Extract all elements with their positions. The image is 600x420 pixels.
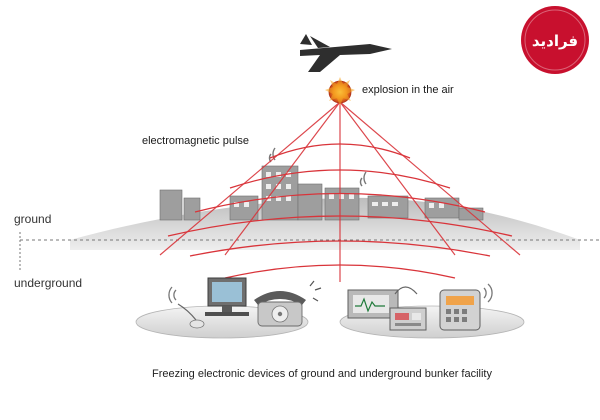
antenna-icon (168, 286, 177, 304)
building-icon (183, 197, 201, 221)
emp-wave-arcs (167, 143, 513, 279)
equipment-icon (347, 289, 399, 319)
antenna-icon (483, 283, 493, 303)
logo-badge: فرادید (521, 6, 589, 74)
equipment-icon (389, 286, 427, 331)
computer-icon (205, 277, 249, 316)
emp-rays (159, 101, 521, 282)
city-buildings (159, 165, 484, 221)
logo-text: فرادید (532, 32, 578, 50)
building-icon (367, 195, 409, 219)
explosion-icon (325, 77, 355, 106)
building-windows (234, 172, 444, 208)
building-icon (297, 183, 323, 221)
telephone-icon (254, 291, 306, 327)
underground-label: underground (14, 276, 83, 290)
building-icon (159, 189, 183, 221)
spark-icon (309, 280, 322, 302)
diagram-caption: Freezing electronic devices of ground an… (152, 368, 492, 380)
building-icon (324, 187, 360, 221)
fighter-jet-icon (300, 34, 392, 72)
pulse-label: electromagnetic pulse (142, 135, 250, 147)
antenna-icon (268, 147, 367, 187)
equipment-icon (439, 289, 481, 331)
mouse-icon (177, 303, 205, 329)
ground-label: ground (14, 212, 52, 226)
explosion-label: explosion in the air (362, 84, 454, 96)
